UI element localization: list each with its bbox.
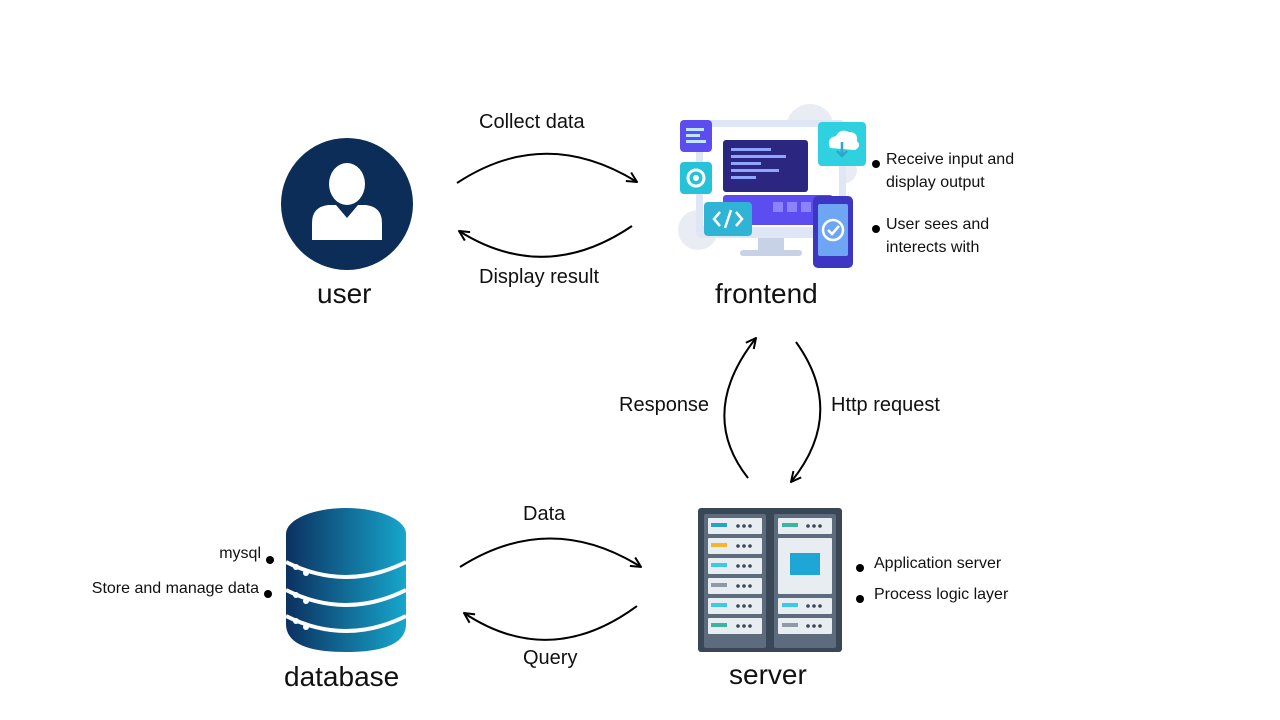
user-node-label: user [317,278,372,309]
database-note-1: mysql [219,545,261,562]
server-node-label: server [729,659,807,690]
arrow-frontend-to-server [791,341,822,482]
bullet-icon [856,590,864,608]
frontend-note-1: Receive input and display output [886,151,1015,191]
user-avatar-icon [281,138,413,270]
edge-label-display-result: Display result [479,266,600,288]
arrow-user-to-frontend [456,152,637,184]
frontend-illustration-icon [678,104,866,268]
server-rack-icon [698,508,842,652]
arrow-database-to-server [459,537,641,568]
database-note-2: Store and manage data [91,580,259,597]
bullet-icon [264,585,272,603]
frontend-node-label: frontend [715,278,818,309]
database-node-label: database [284,661,400,692]
server-note-2: Process logic layer [874,586,1009,603]
edge-label-query: Query [523,647,578,669]
arrow-server-to-database [464,605,638,641]
bullet-icon [872,220,880,238]
edge-label-http-request: Http request [831,394,940,416]
bullet-icon [872,155,880,173]
frontend-note-2: User sees and interects with [886,216,990,256]
edge-label-data: Data [523,503,566,525]
bullet-icon [856,559,864,577]
arrow-server-to-frontend [723,338,756,479]
database-cylinder-icon [285,508,407,652]
bullet-icon [266,551,274,569]
edge-label-response: Response [619,394,710,416]
arrow-frontend-to-user [459,225,633,258]
edge-label-collect-data: Collect data [479,111,585,133]
server-note-1: Application server [874,555,1002,572]
